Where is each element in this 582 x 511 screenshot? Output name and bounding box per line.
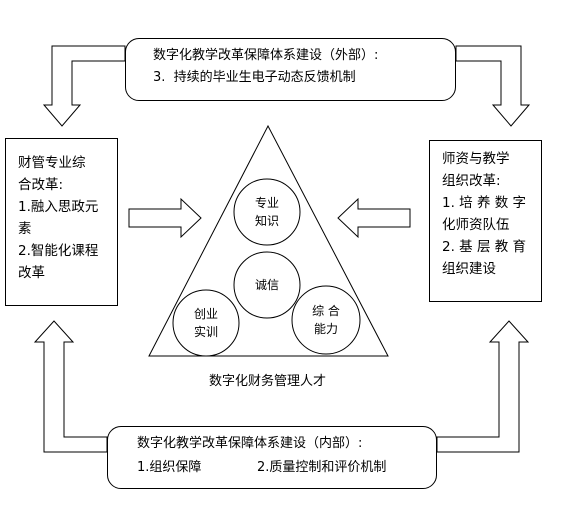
bottom-box-item-2: 2.质量控制和评价机制: [257, 460, 387, 475]
circle-ability-label: 综 合 能力: [312, 304, 340, 336]
right-box-line: 1. 培 养 数 字: [442, 195, 527, 211]
right-box-line: 化师资队伍: [442, 217, 510, 233]
circle-ability: [291, 285, 361, 355]
circle-knowledge-label: 专业 知识: [254, 196, 279, 228]
left-box-line: 改革: [18, 265, 45, 281]
bottom-box: [107, 426, 437, 489]
left-box: [5, 138, 118, 306]
right-box-line: 2. 基 层 教 育: [442, 239, 527, 255]
arrow-into-triangle-left: [128, 197, 202, 239]
arrow-into-triangle-right: [337, 197, 411, 239]
top-box-title: 数字化教学改革保障体系建设（外部）:: [153, 48, 379, 63]
circle-entrepreneurship-label: 创业 实训: [193, 307, 218, 339]
left-box-line: 2.智能化课程: [18, 243, 99, 259]
arrow-top-right: [455, 45, 531, 127]
top-box-item: 3. 持续的毕业生电子动态反馈机制: [153, 70, 356, 85]
left-box-line: 合改革:: [18, 177, 64, 193]
triangle-caption: 数字化财务管理人才: [209, 374, 327, 389]
right-box-line: 组织改革:: [442, 173, 501, 189]
arrow-bottom-right: [436, 320, 530, 453]
arrow-bottom-left: [33, 320, 108, 453]
arrow-top-left: [42, 45, 126, 127]
bottom-box-item-1: 1.组织保障: [137, 460, 202, 475]
left-box-text: 财管专业综 合改革: 1.融入思政元 素 2.智能化课程 改革: [18, 152, 98, 284]
circle-integrity: [233, 251, 301, 319]
bottom-box-title: 数字化教学改革保障体系建设（内部）:: [137, 436, 363, 451]
left-box-line: 财管专业综: [18, 155, 86, 171]
circle-integrity-label: 诚信: [254, 278, 279, 292]
left-box-line: 1.融入思政元: [18, 199, 99, 215]
circle-knowledge: [233, 178, 301, 246]
left-box-line: 素: [18, 221, 32, 237]
right-box-line: 师资与教学: [442, 151, 510, 167]
right-box: [429, 140, 542, 302]
right-box-line: 组织建设: [442, 261, 496, 277]
right-box-text: 师资与教学 组织改革: 1. 培 养 数 字 化师资队伍 2. 基 层 教 育 …: [442, 148, 526, 280]
top-box: [125, 38, 456, 101]
circle-entrepreneurship: [172, 289, 240, 357]
